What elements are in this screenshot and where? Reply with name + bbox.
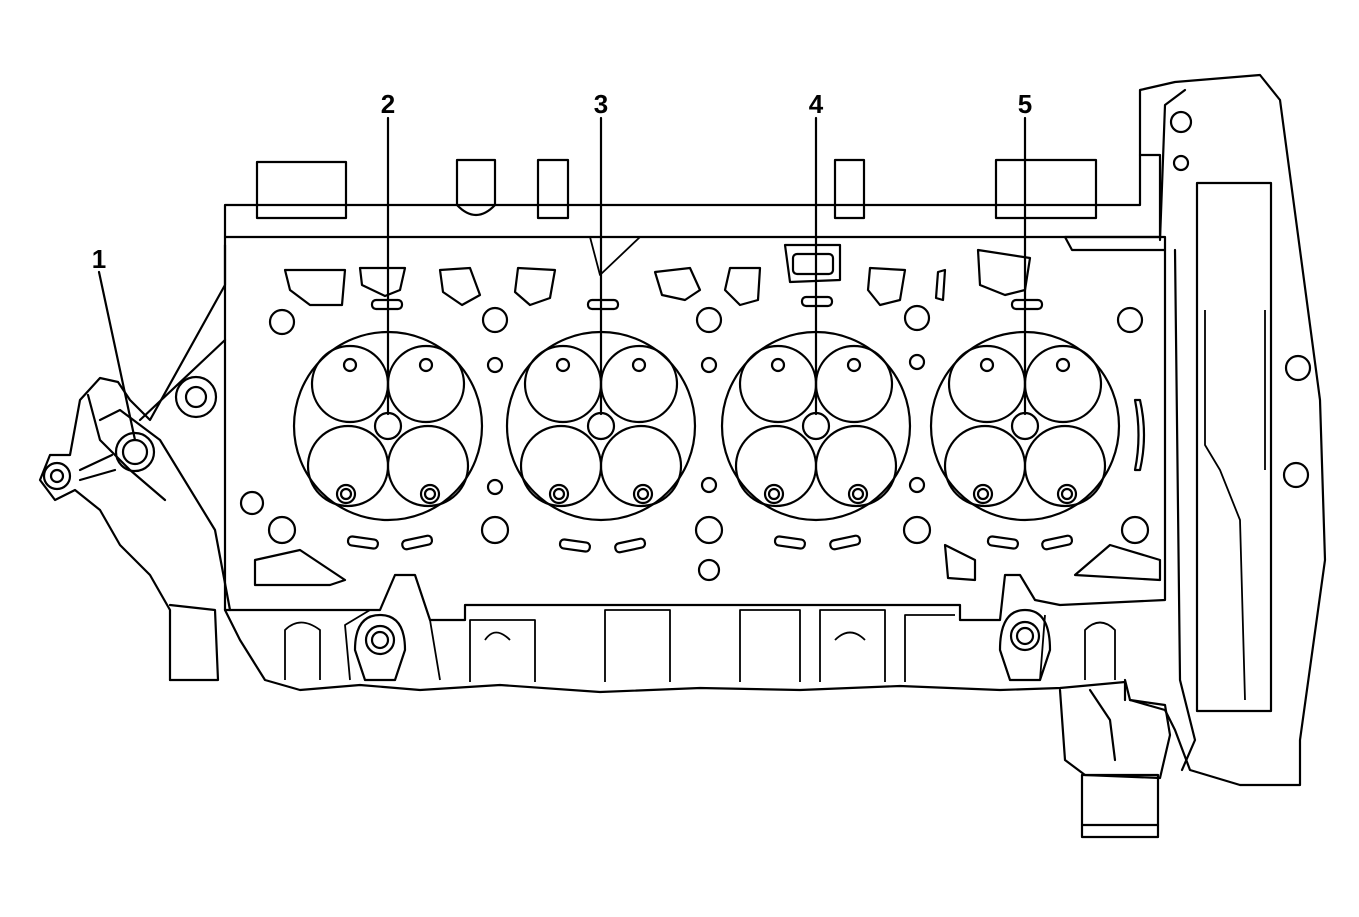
chamber-4-bolt-left-outer: [972, 483, 994, 505]
chamber-3-small-hole-left: [770, 357, 786, 373]
chamber-3-bolt-right-inner: [851, 487, 865, 501]
callout-1-leader: [97, 270, 137, 442]
chamber-4-intake-valve-right: [1023, 344, 1103, 424]
chamber-1-bolt-left-outer: [335, 483, 357, 505]
chamber-2-exhaust-valve-right: [599, 424, 683, 508]
chamber-2-bolt-right-outer: [632, 483, 654, 505]
chamber-4-exhaust-valve-right: [1023, 424, 1107, 508]
chamber-2-intake-valve-right: [599, 344, 679, 424]
chamber-3-intake-valve-left: [738, 344, 818, 424]
callouts: 1 2 3 4 5: [92, 89, 1032, 442]
chamber-1-exhaust-valve-right: [386, 424, 470, 508]
chamber-3-bolt-right-outer: [847, 483, 869, 505]
chamber-1-exhaust-valve-left: [306, 424, 390, 508]
chamber-2-bolt-right-inner: [636, 487, 650, 501]
callout-2-label: 2: [381, 89, 395, 119]
head-bolt-holes: [239, 304, 1150, 582]
cam-caps: [255, 158, 1098, 220]
chamber-4-bolt-right-outer: [1056, 483, 1078, 505]
chamber-3-spark-plug-hole: [801, 411, 831, 441]
callout-1-label: 1: [92, 244, 106, 274]
chamber-4-exhaust-valve-left: [943, 424, 1027, 508]
chamber-3-intake-valve-right: [814, 344, 894, 424]
chamber-3-bolt-left-inner: [767, 487, 781, 501]
head-body: [223, 153, 1167, 702]
chamber-1-small-hole-right: [418, 357, 434, 373]
chamber-1-bolt-right-inner: [423, 487, 437, 501]
chamber-4-bolt-left-inner: [976, 487, 990, 501]
chamber-1-bolt-left-inner: [339, 487, 353, 501]
chamber-2-small-hole-left: [555, 357, 571, 373]
chamber-4-intake-valve-left: [947, 344, 1027, 424]
chamber-3-small-hole-right: [846, 357, 862, 373]
water-outlet: [1058, 678, 1172, 839]
left-mounting-bracket: [38, 243, 232, 682]
chamber-3-exhaust-valve-right: [814, 424, 898, 508]
chamber-3-bolt-left-outer: [763, 483, 785, 505]
bottom-bolt-bosses: [353, 608, 1052, 682]
callout-4-label: 4: [809, 89, 824, 119]
chamber-1-intake-valve-right: [386, 344, 466, 424]
chamber-2-exhaust-valve-left: [519, 424, 603, 508]
upper-passages: [283, 243, 1044, 311]
chamber-1-bolt-right-outer: [419, 483, 441, 505]
callout-3-label: 3: [594, 89, 608, 119]
chamber-1-small-hole-left: [342, 357, 358, 373]
chamber-4-spark-plug-hole: [1010, 411, 1040, 441]
chamber-2-small-hole-right: [631, 357, 647, 373]
chamber-2-intake-valve-left: [523, 344, 603, 424]
timing-cover: [1063, 73, 1327, 787]
chamber-1-intake-valve-left: [310, 344, 390, 424]
chamber-4-bolt-right-inner: [1060, 487, 1074, 501]
chamber-2-bolt-left-outer: [548, 483, 570, 505]
chamber-4-small-hole-left: [979, 357, 995, 373]
combustion-chambers: [292, 330, 1121, 522]
chamber-2-bolt-left-inner: [552, 487, 566, 501]
lower-passages: [253, 534, 1162, 587]
chamber-2-spark-plug-hole: [586, 411, 616, 441]
callout-5-label: 5: [1018, 89, 1032, 119]
chamber-4-small-hole-right: [1055, 357, 1071, 373]
chamber-1-spark-plug-hole: [373, 411, 403, 441]
chamber-3-exhaust-valve-left: [734, 424, 818, 508]
